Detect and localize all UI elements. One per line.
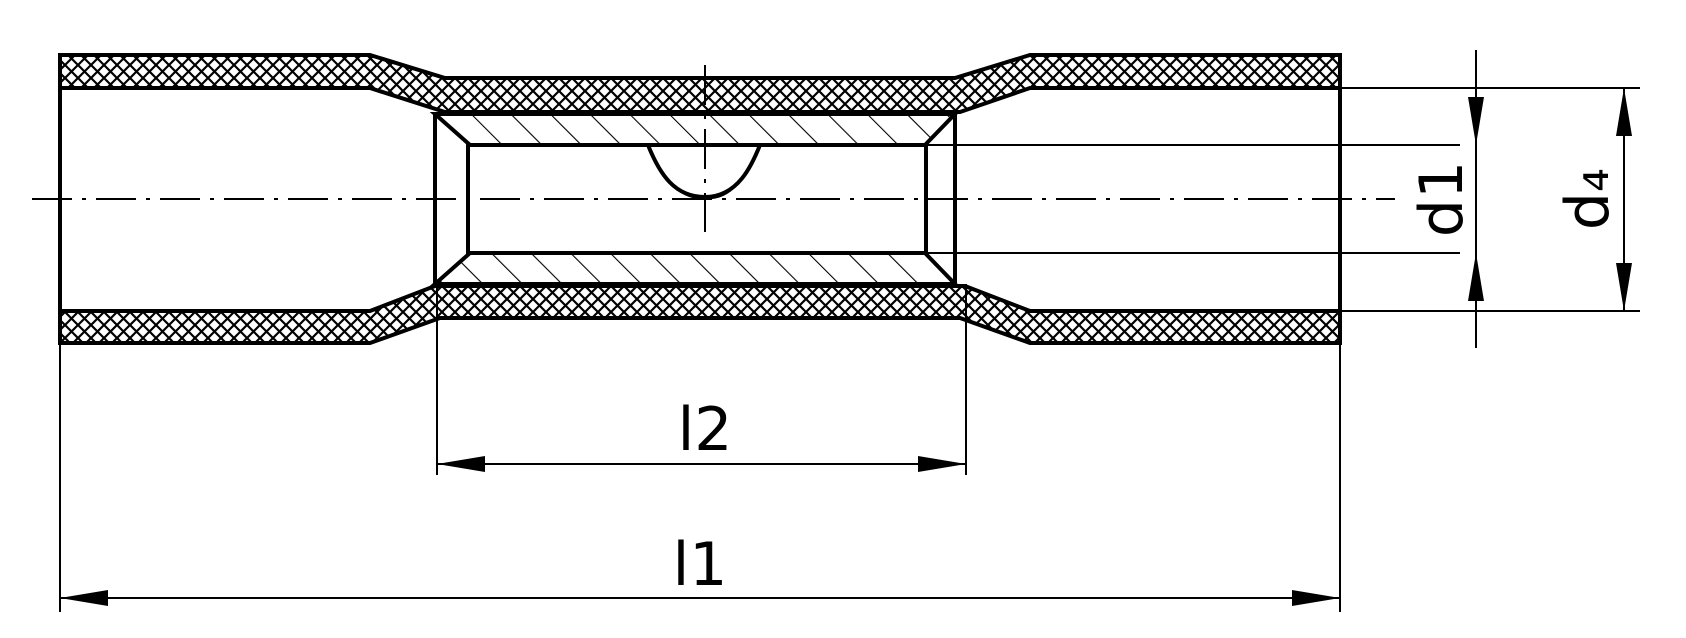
dimension-l1: l1 (59, 343, 1341, 612)
d1-arrow-top (1468, 97, 1484, 145)
l2-label: l2 (678, 395, 733, 465)
dimension-l2: l2 (436, 284, 967, 475)
centerlines (32, 65, 1395, 232)
dimension-d4: d₄ (1340, 87, 1640, 312)
d4-label: d₄ (1553, 168, 1623, 230)
insulation-top-wall (58, 53, 1342, 114)
l2-arrow-right (918, 456, 966, 472)
barrel-bottom-wall (429, 251, 960, 286)
dimension-d1: d1 (926, 50, 1484, 348)
l2-arrow-left (437, 456, 485, 472)
d1-arrow-bottom (1468, 253, 1484, 301)
l1-label: l1 (673, 530, 728, 600)
l1-arrow-left (60, 590, 108, 606)
d4-arrow-bottom (1616, 263, 1632, 311)
d1-label: d1 (1407, 161, 1477, 237)
insulation-bottom-wall (58, 284, 1342, 345)
d4-arrow-top (1616, 88, 1632, 136)
l1-arrow-right (1292, 590, 1340, 606)
